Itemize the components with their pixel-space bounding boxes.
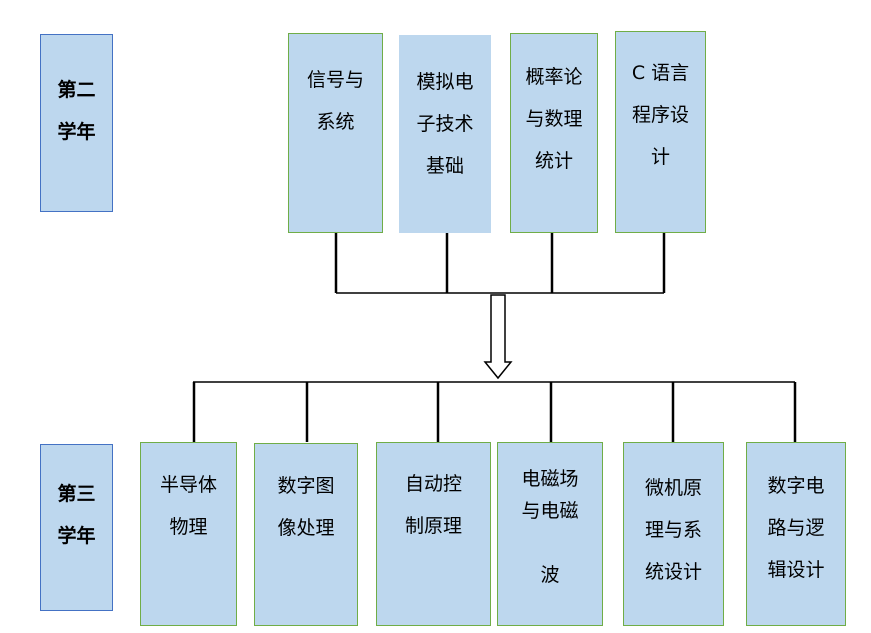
year3-label-box: 第三 学年 [40, 444, 113, 611]
course-box-digital-logic-design: 数字电 路与逻 辑设计 [746, 442, 846, 626]
course-box-microcomputer-principles: 微机原 理与系 统设计 [623, 442, 724, 626]
course-box-automatic-control: 自动控 制原理 [376, 442, 491, 626]
course-box-electromagnetic-fields: 电磁场 与电磁 波 [497, 442, 603, 626]
down-arrow-icon [483, 294, 513, 380]
year2-label-box: 第二 学年 [40, 34, 113, 212]
course-box-digital-image-processing: 数字图 像处理 [254, 443, 358, 626]
course-box-analog-electronics: 模拟电 子技术 基础 [399, 35, 491, 233]
course-box-signals-systems: 信号与 系统 [288, 33, 383, 233]
course-box-semiconductor-physics: 半导体 物理 [140, 442, 237, 626]
course-box-c-programming: C 语言 程序设 计 [615, 31, 706, 233]
course-box-probability-statistics: 概率论 与数理 统计 [510, 33, 598, 233]
